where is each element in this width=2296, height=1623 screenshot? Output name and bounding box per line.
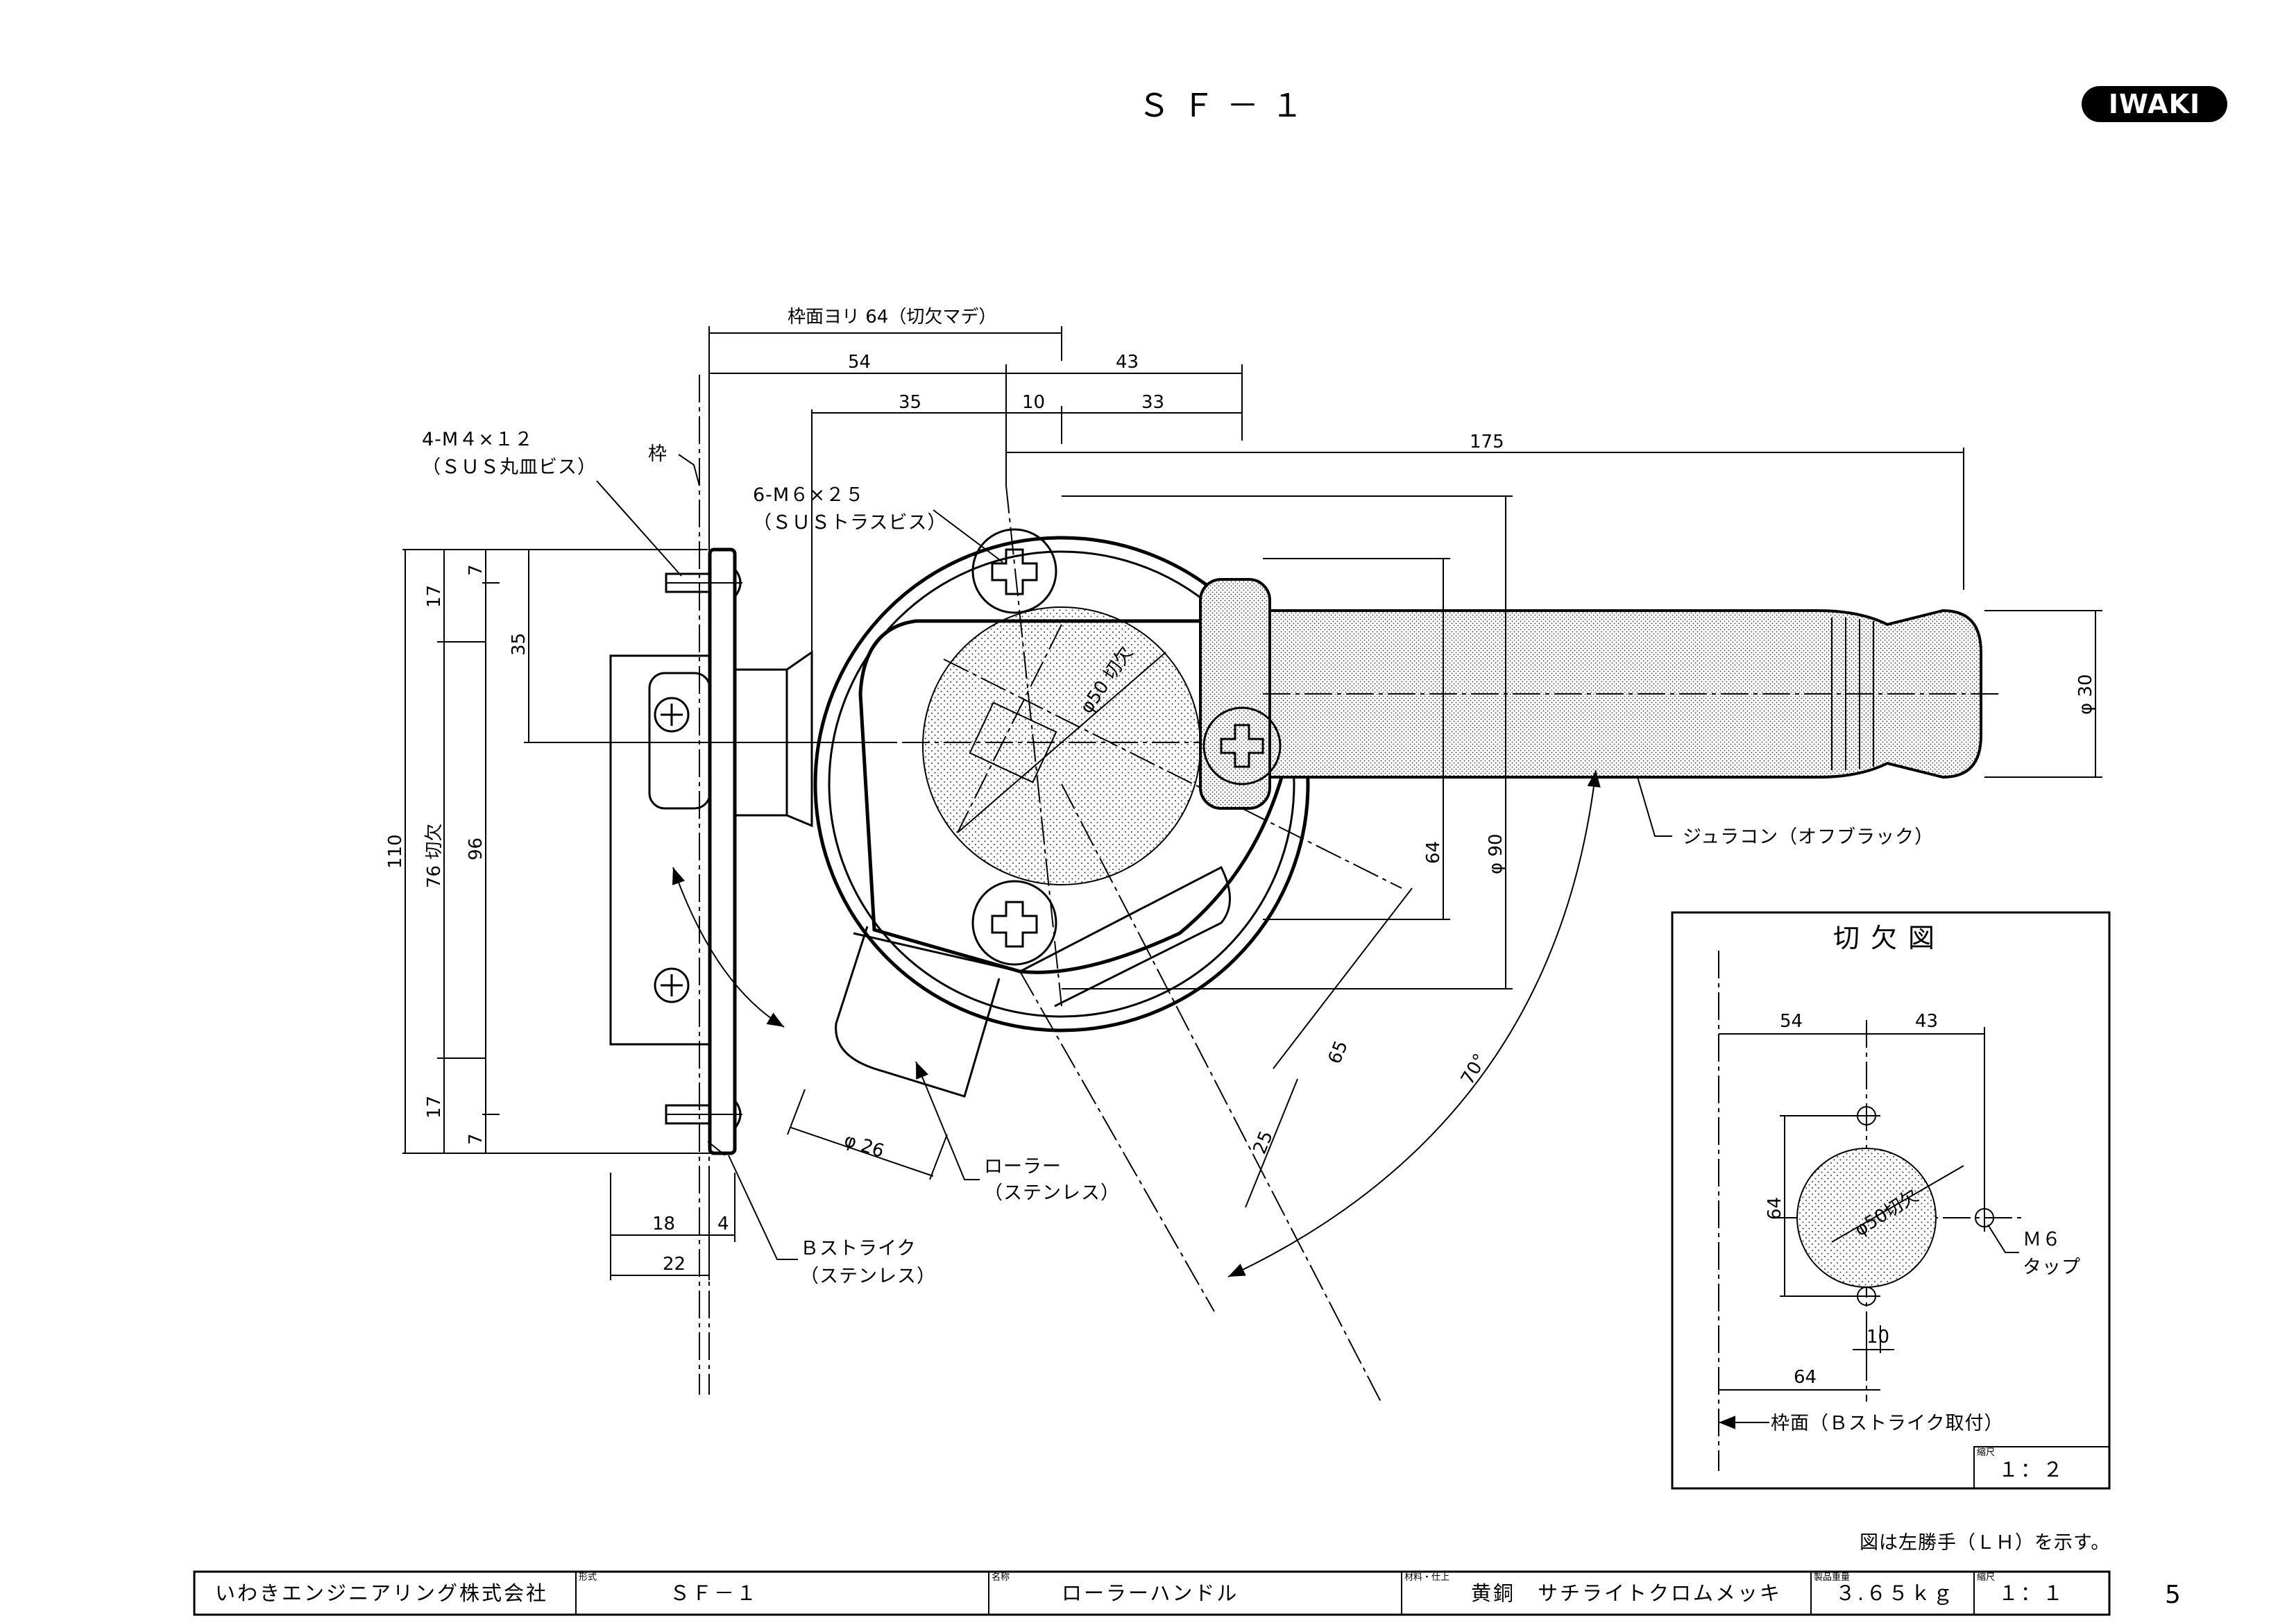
cutout-view: 切欠図 54 43 64 φ50切欠 10 64	[1671, 911, 2111, 1490]
dim-175: 175	[1470, 432, 1504, 452]
title-block-material-label: 材料・仕上	[1404, 1572, 1449, 1583]
note-screw-small-material: （ＳＵＳ丸皿ビス）	[422, 457, 597, 478]
dim-frame-face-to-cutout: 枠面ヨリ 64（切欠マデ）	[788, 307, 996, 328]
dim-43: 43	[1116, 352, 1139, 373]
tap-hole-bottom	[1853, 1286, 1880, 1306]
dim-64: 64	[1423, 841, 1444, 864]
phillips-screw-icon	[654, 967, 690, 1003]
dim-18: 18	[652, 1214, 675, 1234]
note-screw-large-material: （ＳＵＳトラスビス）	[753, 512, 946, 534]
title-block-company: いわきエンジニアリング株式会社	[215, 1581, 548, 1605]
cutout-scale: １：２	[1998, 1458, 2065, 1481]
strike-dimensions: 18 4 22	[610, 1173, 735, 1280]
cutout-circle	[922, 606, 1201, 885]
countersunk-screw-bottom	[665, 1100, 742, 1129]
cutout-dim-64-horizontal: 64	[1794, 1367, 1817, 1388]
dim-25: 25	[1250, 1128, 1277, 1157]
dim-35-vertical: 35	[509, 633, 529, 656]
title-block-model: ＳＦ－１	[670, 1581, 758, 1605]
dim-33: 33	[1141, 392, 1164, 413]
note-strike-material: （ステンレス）	[800, 1266, 936, 1287]
tap-hole-top	[1853, 1106, 1880, 1125]
left-dimensions: 110 17 76 切欠 17 7 96 7 35	[385, 549, 763, 1154]
cutout-dim-43: 43	[1915, 1011, 1938, 1032]
note-frame: 枠	[648, 443, 667, 465]
dim-22: 22	[663, 1254, 686, 1275]
dim-70-deg: 70°	[1457, 1051, 1491, 1089]
dim-76-cut: 76 切欠	[424, 824, 445, 888]
iwaki-logo-text: IWAKI	[2109, 89, 2200, 119]
dim-dia-30: φ 30	[2075, 674, 2096, 715]
tap-hole-right	[1975, 1204, 1994, 1232]
iwaki-logo: IWAKI	[2082, 86, 2227, 122]
note-screw-small: 4-M４×１２	[422, 429, 534, 450]
title-block-scale-label: 縮尺	[1977, 1572, 1995, 1583]
dim-dia-90: φ 90	[1486, 834, 1506, 875]
dim-17-bottom: 17	[424, 1096, 445, 1119]
phillips-screw-icon	[654, 697, 690, 733]
cutout-view-title: 切欠図	[1833, 923, 1946, 953]
dim-4: 4	[717, 1214, 729, 1234]
dim-54: 54	[848, 352, 871, 373]
title-block-weight: ３.６５ｋｇ	[1835, 1581, 1955, 1605]
cutout-dim-64-vertical: 64	[1764, 1197, 1785, 1220]
cutout-dim-54: 54	[1780, 1011, 1803, 1032]
dim-35: 35	[899, 392, 921, 413]
dim-96: 96	[466, 838, 486, 860]
drawing-title: ＳＦ－１	[1138, 87, 1316, 124]
cutout-tap-label-2: タップ	[2023, 1257, 2081, 1278]
top-dimensions: 枠面ヨリ 64（切欠マデ） 54 43 35 10 33 175	[708, 307, 1964, 902]
note-hand: 図は左勝手（ＬＨ）を示す。	[1860, 1532, 2110, 1554]
note-roller: ローラー	[984, 1156, 1062, 1178]
dim-dia-26: φ 26	[842, 1130, 887, 1162]
dim-10: 10	[1022, 392, 1045, 413]
dim-65: 65	[1325, 1038, 1352, 1067]
dim-7-bottom: 7	[466, 1133, 486, 1145]
grip	[1199, 578, 1998, 810]
title-block: いわきエンジニアリング株式会社 形式 ＳＦ－１ 名称 ローラーハンドル 材料・仕…	[193, 1570, 2111, 1616]
phillips-screw-icon	[971, 880, 1057, 966]
note-roller-material: （ステンレス）	[984, 1182, 1120, 1204]
dim-110: 110	[385, 834, 406, 869]
cutout-dim-10: 10	[1866, 1327, 1889, 1348]
phillips-screw-icon	[971, 528, 1057, 614]
title-block-weight-label: 製品重量	[1814, 1572, 1850, 1583]
title-block-scale: １：１	[1998, 1581, 2065, 1605]
cutout-frame-face: 枠面（Ｂストライク取付）	[1771, 1413, 2003, 1434]
countersunk-screw-top	[665, 568, 742, 597]
cutout-tap-label: Ｍ６	[2023, 1229, 2061, 1250]
note-grip-material: ジュラコン（オフブラック）	[1683, 826, 1934, 848]
dim-17-top: 17	[424, 585, 445, 608]
title-block-material: 黄銅 サチライトクロムメッキ	[1471, 1581, 1782, 1605]
notes: 4-M４×１２ （ＳＵＳ丸皿ビス） 枠 6-M６×２５ （ＳＵＳトラスビス） ジ…	[422, 429, 2110, 1554]
dim-7-top: 7	[466, 564, 486, 576]
cutout-scale-label: 縮尺	[1977, 1447, 1995, 1458]
title-block-model-label: 形式	[579, 1572, 597, 1583]
title-block-name-label: 名称	[992, 1572, 1010, 1583]
note-strike: Ｂストライク	[800, 1238, 916, 1259]
note-screw-large: 6-M６×２５	[753, 484, 865, 506]
title-block-name: ローラーハンドル	[1062, 1581, 1239, 1605]
page-number: 5	[2165, 1581, 2181, 1609]
